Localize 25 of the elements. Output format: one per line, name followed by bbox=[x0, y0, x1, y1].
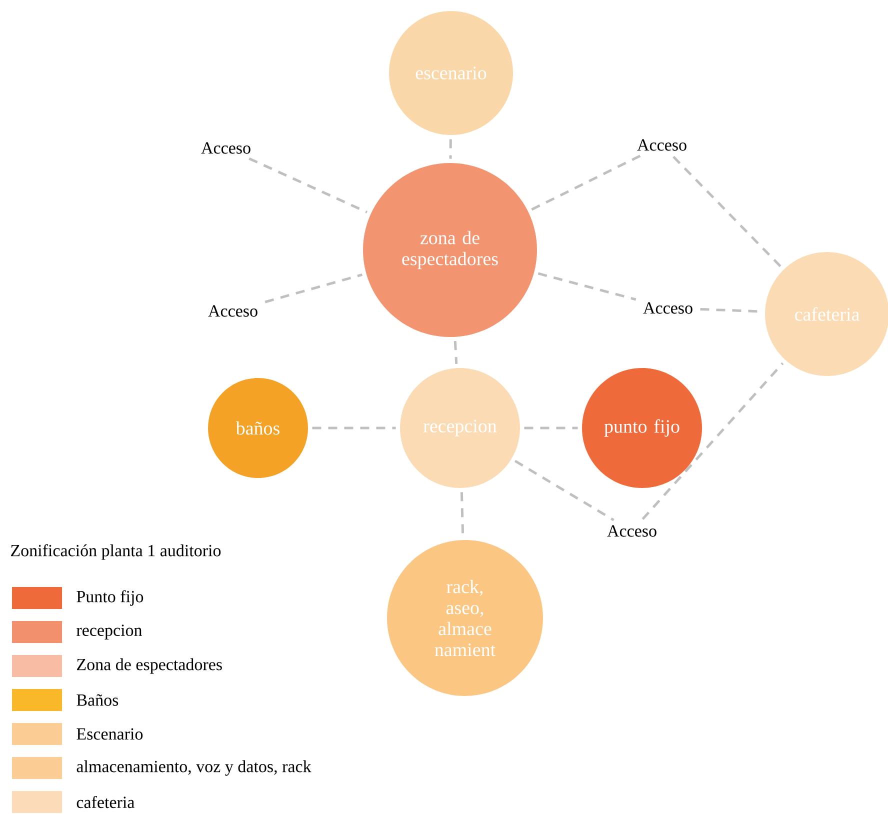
dashed-connector bbox=[642, 362, 784, 520]
access-label: Acceso bbox=[208, 305, 258, 317]
dashed-connector bbox=[531, 154, 642, 211]
access-label: Acceso bbox=[637, 139, 686, 151]
legend-text: recepcion bbox=[76, 624, 142, 640]
dashed-connector bbox=[460, 492, 464, 536]
legend-title: Zonificación planta 1 auditorio bbox=[11, 544, 221, 560]
dashed-connector bbox=[248, 157, 368, 214]
legend-text: cafeteria bbox=[76, 796, 134, 808]
dashed-connector bbox=[312, 426, 396, 430]
dashed-connector bbox=[454, 340, 458, 364]
legend-text: almacenamiento, voz y datos, rack bbox=[76, 760, 312, 776]
dashed-connector bbox=[672, 156, 782, 268]
legend-text: Baños bbox=[76, 694, 118, 706]
legend-text: Zona de espectadores bbox=[77, 658, 222, 674]
dashed-connector bbox=[538, 272, 636, 301]
access-label: Acceso bbox=[643, 302, 692, 314]
dashed-connector bbox=[264, 273, 363, 304]
dashed-connector bbox=[449, 139, 452, 159]
dashed-connector bbox=[514, 460, 614, 522]
legend-text: Escenario bbox=[76, 728, 143, 740]
legend-text: Punto fijo bbox=[76, 590, 144, 606]
access-label: Acceso bbox=[607, 525, 656, 537]
dashed-connector bbox=[524, 426, 578, 430]
access-label: Acceso bbox=[201, 142, 250, 154]
